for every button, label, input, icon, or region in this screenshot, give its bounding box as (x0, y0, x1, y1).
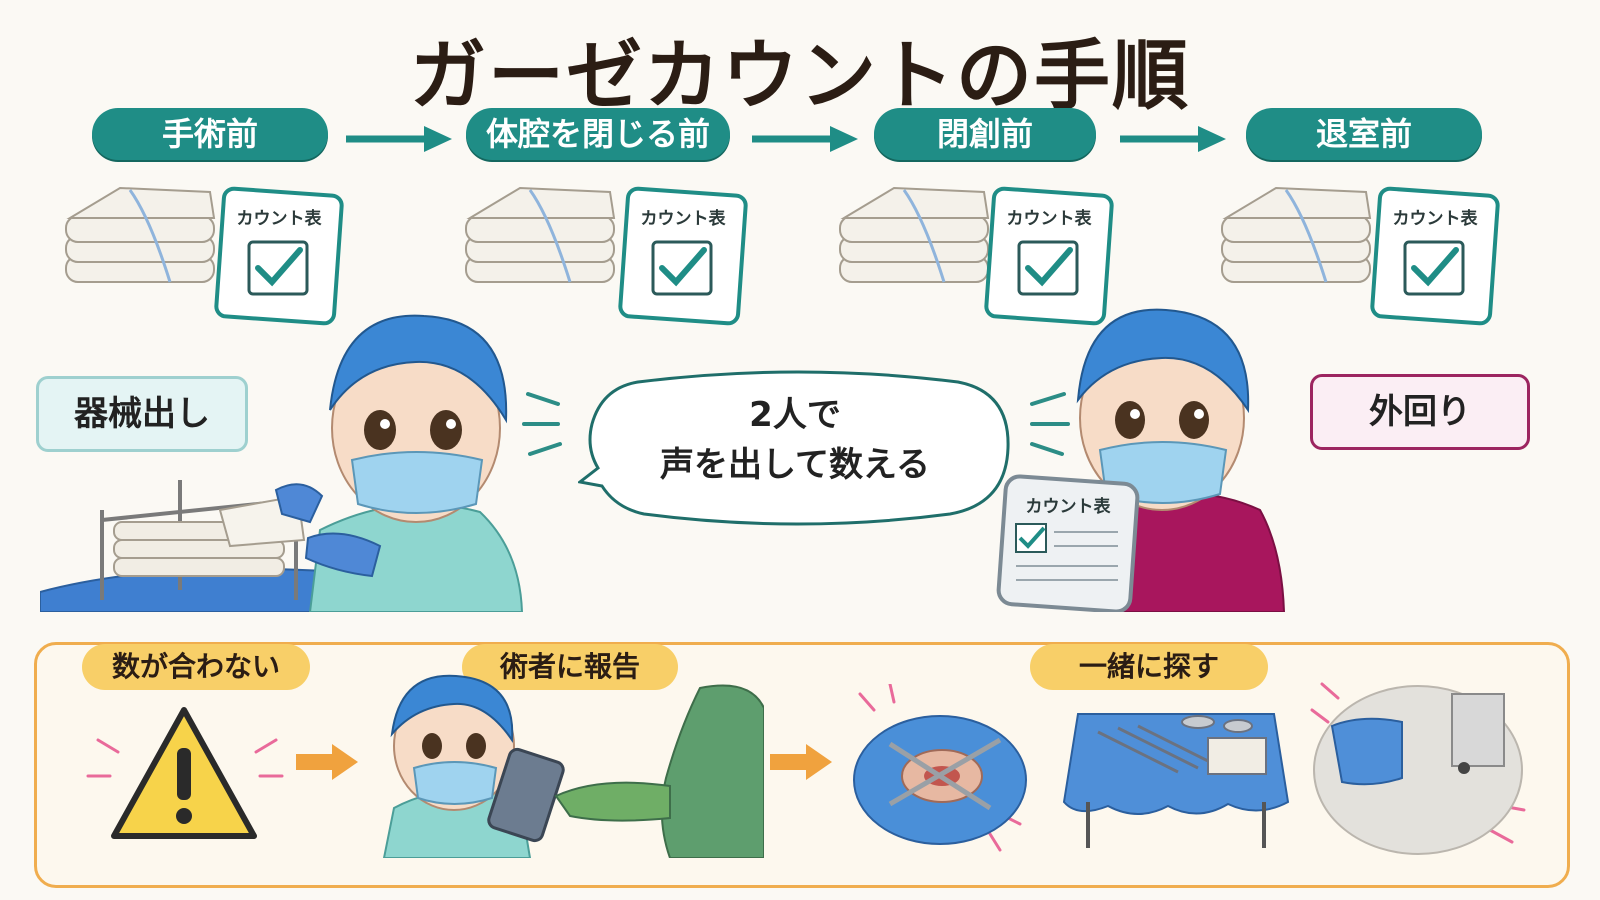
count-card-icon: カウント表 (618, 186, 748, 326)
speech-bubble (578, 370, 1010, 526)
floor-corner-illustration (1310, 682, 1526, 855)
count-card-label: カウント表 (641, 208, 727, 229)
arrow-right-icon (346, 126, 452, 152)
step-before-leaving-room: 退室前 (1246, 108, 1482, 160)
arrow-right-icon (752, 126, 858, 152)
step-before-closing-cavity: 体腔を閉じる前 (466, 108, 730, 160)
gauze-stack-icon (65, 186, 216, 283)
step-count-mismatch: 数が合わない (82, 644, 310, 690)
arrow-right-icon (1120, 126, 1226, 152)
count-card-icon: カウント表 (984, 186, 1114, 326)
step-before-wound-closure: 閉創前 (874, 108, 1096, 160)
emphasis-lines-icon (1030, 392, 1070, 456)
role-scrub-nurse: 器械出し (36, 376, 248, 452)
speech-line-2: 声を出して数える (660, 445, 930, 485)
count-card-label: カウント表 (1007, 208, 1093, 229)
warning-icon (86, 707, 284, 839)
arrow-right-icon (296, 744, 358, 780)
arrow-right-icon (770, 744, 832, 780)
gauze-stack-icon (465, 186, 616, 283)
gauze-stack-icon (839, 186, 990, 283)
step-report-to-surgeon: 術者に報告 (462, 644, 678, 690)
step-before-surgery: 手術前 (92, 108, 328, 160)
report-to-surgeon-illustration (382, 674, 764, 858)
scrub-nurse-illustration (40, 314, 524, 612)
surgical-field-illustration (853, 684, 1027, 852)
circulating-nurse-illustration: カウント表 (996, 308, 1286, 612)
step-search-together: 一緒に探す (1030, 644, 1268, 690)
tablet-count-card-label: カウント表 (1026, 496, 1112, 517)
count-card-icon: カウント表 (214, 186, 344, 326)
role-circulating-nurse: 外回り (1310, 374, 1530, 450)
count-card-label: カウント表 (1393, 208, 1479, 229)
gauze-stack-icon (1221, 186, 1372, 283)
count-card-icon: カウント表 (1370, 186, 1500, 326)
count-card-label: カウント表 (237, 208, 323, 229)
page-title: ガーゼカウントの手順 (410, 31, 1190, 120)
emphasis-lines-icon (522, 392, 562, 456)
speech-line-1: 2人で (749, 395, 841, 435)
instrument-table-illustration (1062, 713, 1290, 848)
